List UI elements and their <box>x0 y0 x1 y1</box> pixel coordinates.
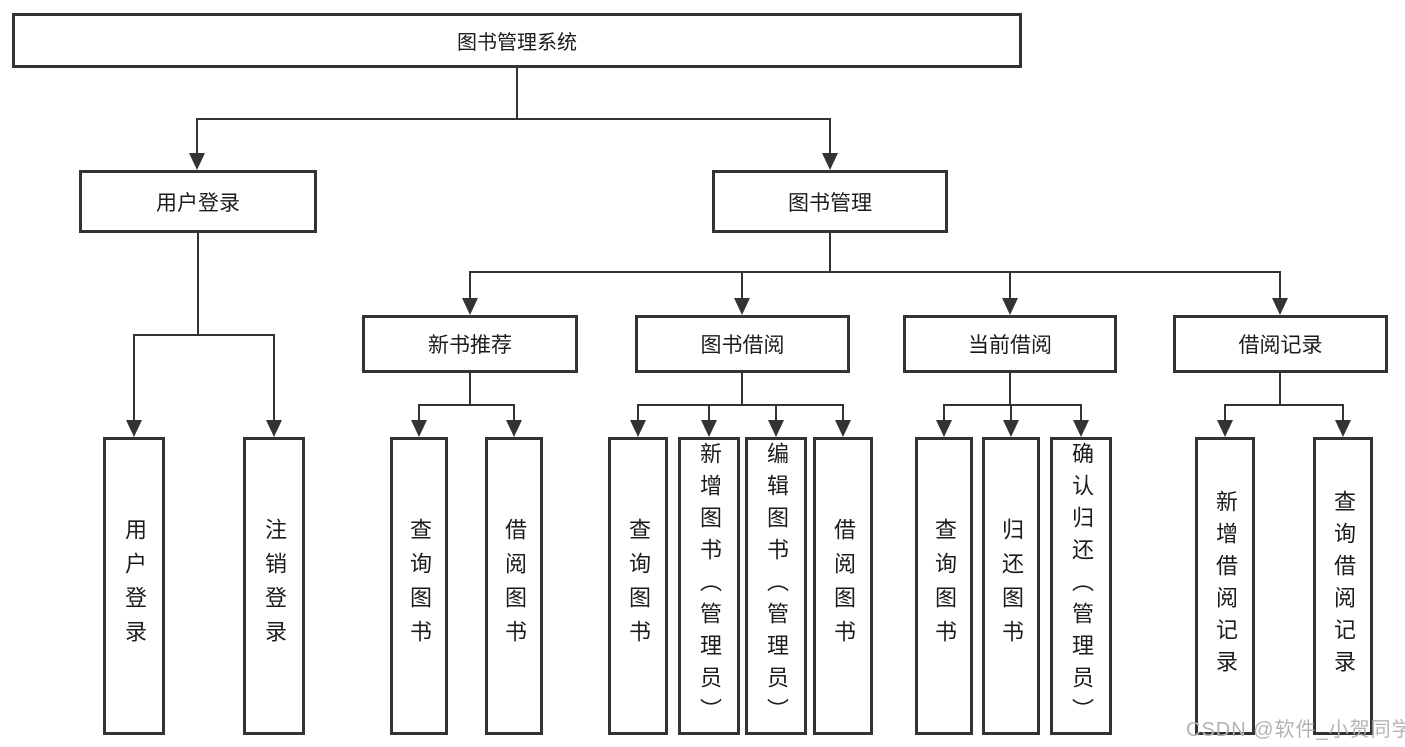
connector-drop <box>273 335 275 423</box>
node-label: 确认归还（管理员） <box>1069 442 1094 730</box>
node-label: 新书推荐 <box>428 334 512 357</box>
connector-stem <box>197 233 199 336</box>
arrowhead-down-icon <box>126 420 142 437</box>
node-label: 借阅图书 <box>831 518 856 654</box>
connector-drop <box>1080 405 1082 423</box>
arrowhead-down-icon <box>630 420 646 437</box>
node-leaf-return-book: 归还图书 <box>982 437 1040 735</box>
arrowhead-down-icon <box>1073 420 1089 437</box>
node-label: 查询图书 <box>626 518 651 654</box>
node-label: 编辑图书（管理员） <box>764 442 789 730</box>
connector-stem <box>1279 373 1281 406</box>
arrowhead-down-icon <box>1335 420 1351 437</box>
connector-bus <box>133 334 275 336</box>
connector-drop <box>513 405 515 423</box>
connector-drop <box>418 405 420 423</box>
node-user-login: 用户登录 <box>79 170 317 233</box>
node-leaf-query-book-c: 查询图书 <box>915 437 973 735</box>
connector-bus <box>1224 404 1344 406</box>
arrowhead-down-icon <box>701 420 717 437</box>
connector-drop <box>1010 405 1012 423</box>
node-leaf-add-book: 新增图书（管理员） <box>678 437 740 735</box>
connector-bus <box>196 118 831 120</box>
arrowhead-down-icon <box>189 153 205 170</box>
arrowhead-down-icon <box>266 420 282 437</box>
node-label: 查询图书 <box>932 518 957 654</box>
node-label: 新增图书（管理员） <box>697 442 722 730</box>
node-label: 图书管理 <box>788 191 872 215</box>
node-new-book-rec: 新书推荐 <box>362 315 578 373</box>
connector-bus <box>943 404 1082 406</box>
node-label: 归还图书 <box>999 518 1024 654</box>
node-leaf-add-record: 新增借阅记录 <box>1195 437 1255 735</box>
arrowhead-down-icon <box>822 153 838 170</box>
node-label: 注销登录 <box>262 518 287 654</box>
connector-stem <box>741 373 743 406</box>
node-label: 新增借阅记录 <box>1213 490 1238 682</box>
arrowhead-down-icon <box>506 420 522 437</box>
node-leaf-confirm-return: 确认归还（管理员） <box>1050 437 1112 735</box>
node-leaf-borrow-book-b: 借阅图书 <box>813 437 873 735</box>
connector-stem <box>829 233 831 273</box>
node-book-borrowing: 图书借阅 <box>635 315 850 373</box>
connector-bus <box>637 404 844 406</box>
node-label: 借阅记录 <box>1238 334 1323 357</box>
node-borrowing-records: 借阅记录 <box>1173 315 1388 373</box>
arrowhead-down-icon <box>1217 420 1233 437</box>
arrowhead-down-icon <box>936 420 952 437</box>
csdn-watermark: CSDN @软件_小贺同学 <box>1186 719 1405 741</box>
connector-stem <box>469 373 471 406</box>
connector-drop <box>469 272 471 301</box>
connector-drop <box>133 335 135 423</box>
connector-drop <box>637 405 639 423</box>
node-label: 用户登录 <box>122 518 147 654</box>
arrowhead-down-icon <box>734 298 750 315</box>
connector-drop <box>943 405 945 423</box>
arrowhead-down-icon <box>1003 420 1019 437</box>
arrowhead-down-icon <box>835 420 851 437</box>
node-label: 查询借阅记录 <box>1331 490 1356 682</box>
node-leaf-query-book-a: 查询图书 <box>390 437 448 735</box>
connector-bus <box>469 271 1281 273</box>
connector-drop <box>829 119 831 156</box>
arrowhead-down-icon <box>1002 298 1018 315</box>
connector-drop <box>775 405 777 423</box>
node-label: 查询图书 <box>407 518 432 654</box>
node-label: 借阅图书 <box>502 518 527 654</box>
connector-drop <box>1279 272 1281 301</box>
node-leaf-user-login: 用户登录 <box>103 437 165 735</box>
connector-stem <box>516 68 518 120</box>
connector-stem <box>1009 373 1011 406</box>
connector-drop <box>196 119 198 156</box>
node-current-borrowing: 当前借阅 <box>903 315 1117 373</box>
connector-bus <box>418 404 515 406</box>
arrowhead-down-icon <box>462 298 478 315</box>
arrowhead-down-icon <box>768 420 784 437</box>
node-label: 图书管理系统 <box>457 32 577 54</box>
connector-drop <box>1009 272 1011 301</box>
connector-drop <box>1224 405 1226 423</box>
node-label: 用户登录 <box>156 191 240 215</box>
node-leaf-query-record: 查询借阅记录 <box>1313 437 1373 735</box>
connector-drop <box>1342 405 1344 423</box>
node-book-mgmt: 图书管理 <box>712 170 948 233</box>
node-system: 图书管理系统 <box>12 13 1022 68</box>
node-leaf-edit-book: 编辑图书（管理员） <box>745 437 807 735</box>
connector-drop <box>741 272 743 301</box>
arrowhead-down-icon <box>411 420 427 437</box>
node-label: 图书借阅 <box>700 334 785 357</box>
node-leaf-logout: 注销登录 <box>243 437 305 735</box>
connector-drop <box>842 405 844 423</box>
node-leaf-borrow-book-a: 借阅图书 <box>485 437 543 735</box>
node-leaf-query-book-b: 查询图书 <box>608 437 668 735</box>
arrowhead-down-icon <box>1272 298 1288 315</box>
node-label: 当前借阅 <box>968 334 1052 357</box>
connector-drop <box>708 405 710 423</box>
